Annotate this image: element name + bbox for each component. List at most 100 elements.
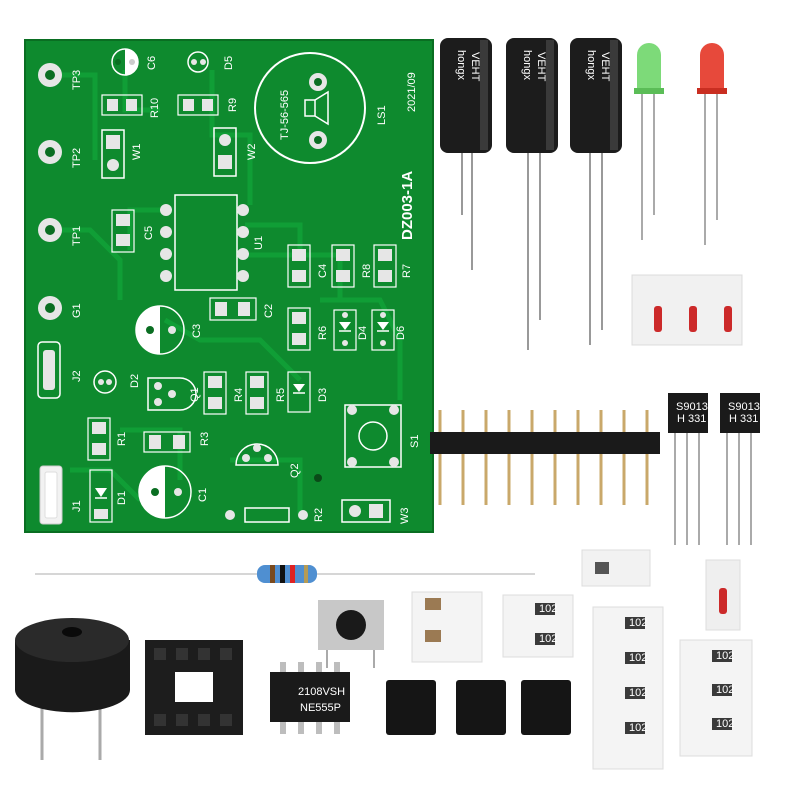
transistor-2-part: S9013 xyxy=(728,401,760,413)
r6-label: R6 xyxy=(317,326,329,340)
smd-resistor-strip-1: 102 102 xyxy=(502,594,574,658)
d2-footprint xyxy=(93,370,117,394)
c2-label: C2 xyxy=(263,304,275,318)
transistor-1-part: S9013 xyxy=(676,401,708,413)
r3-label: R3 xyxy=(199,432,211,446)
capacitor-3: hongx VEHT xyxy=(570,38,622,345)
c5-footprint xyxy=(111,209,135,253)
smd-code-8: 102 xyxy=(716,684,734,696)
tp3-pad xyxy=(38,63,62,87)
capacitor-1-brand: hongx xyxy=(455,50,467,80)
tp1-pad xyxy=(38,218,62,242)
ne555-line2: NE555P xyxy=(300,702,341,714)
axial-resistor xyxy=(35,565,535,583)
d1-footprint xyxy=(89,469,113,523)
capacitor-1: hongx VEHT xyxy=(440,38,492,270)
r4-label: R4 xyxy=(233,388,245,402)
w2-label: W2 xyxy=(246,144,258,161)
smd-diode-strip xyxy=(705,559,741,631)
smd-code-4: 102 xyxy=(629,652,647,664)
jumper-caps xyxy=(386,680,571,735)
s1-footprint xyxy=(344,404,402,468)
smd-code-2: 102 xyxy=(539,633,557,645)
pin-header xyxy=(430,410,660,505)
c3-label: C3 xyxy=(191,324,203,338)
transistor-2-sub: H 331 xyxy=(729,413,758,425)
r4-footprint xyxy=(203,371,227,415)
smd-resistor-strip-3: 102 102 102 xyxy=(679,639,753,757)
red-led xyxy=(697,43,727,245)
smd-code-6: 102 xyxy=(629,722,647,734)
q1-footprint xyxy=(147,377,197,411)
c1-label: C1 xyxy=(197,488,209,502)
smd-cap-strip xyxy=(411,591,483,663)
r1-label: R1 xyxy=(116,432,128,446)
c4-label: C4 xyxy=(317,264,329,278)
ne555-chip: 2108VSH NE555P xyxy=(270,662,350,734)
capacitor-1-series: VEHT xyxy=(469,52,481,82)
d3-label: D3 xyxy=(317,388,329,402)
ne555-line1: 2108VSH xyxy=(298,686,345,698)
tp1-label: TP1 xyxy=(71,226,83,246)
smd-code-3: 102 xyxy=(629,617,647,629)
d5-footprint xyxy=(187,51,209,73)
c5-label: C5 xyxy=(143,226,155,240)
smd-code-7: 102 xyxy=(716,650,734,662)
w1-label: W1 xyxy=(131,144,143,161)
transistor-1: S9013 H 331 xyxy=(668,393,708,545)
w1-footprint xyxy=(101,129,125,179)
j1-label: J1 xyxy=(71,500,83,512)
capacitor-3-brand: hongx xyxy=(585,50,597,80)
w3-label: W3 xyxy=(399,508,411,525)
capacitor-2: hongx VEHT xyxy=(506,38,558,350)
capacitor-2-series: VEHT xyxy=(535,52,547,82)
transistor-2: S9013 H 331 xyxy=(720,393,760,545)
electrolytic-capacitors: hongx VEHT hongx VEHT hongx VEHT xyxy=(440,38,622,350)
smd-strip-top xyxy=(581,549,651,587)
r7-label: R7 xyxy=(401,264,413,278)
ic-socket xyxy=(145,640,243,735)
green-led xyxy=(634,43,664,240)
w2-footprint xyxy=(213,127,237,177)
smd-resistor-strip-2: 102 102 102 102 xyxy=(592,606,664,770)
speaker-footprint xyxy=(254,52,366,164)
d2-label: D2 xyxy=(129,374,141,388)
r10-footprint xyxy=(101,94,143,116)
g1-pad xyxy=(38,296,62,320)
d6-footprint xyxy=(371,309,395,351)
diode-strip xyxy=(631,274,743,346)
d5-label: D5 xyxy=(223,56,235,70)
r9-label: R9 xyxy=(227,98,239,112)
r5-footprint xyxy=(245,371,269,415)
w3-footprint xyxy=(341,499,391,523)
g1-label: G1 xyxy=(71,303,83,318)
tp2-pad xyxy=(38,140,62,164)
s1-label: S1 xyxy=(409,435,421,448)
r1-footprint xyxy=(87,417,111,461)
q2-footprint xyxy=(235,443,279,466)
c1-footprint xyxy=(138,465,192,519)
d3-footprint xyxy=(287,371,311,413)
tact-switch xyxy=(318,600,384,668)
c6-label: C6 xyxy=(146,56,158,70)
r8-label: R8 xyxy=(361,264,373,278)
r9-footprint xyxy=(177,94,219,116)
d4-label: D4 xyxy=(357,326,369,340)
speaker-model-label: TJ-56-565 xyxy=(279,90,291,140)
d1-label: D1 xyxy=(116,491,128,505)
capacitor-2-brand: hongx xyxy=(521,50,533,80)
r2-footprint xyxy=(225,507,308,523)
date-label: 2021/09 xyxy=(406,72,418,112)
r8-footprint xyxy=(331,244,355,288)
capacitor-3-series: VEHT xyxy=(599,52,611,82)
u1-footprint xyxy=(160,194,249,291)
tp2-label: TP2 xyxy=(71,148,83,168)
r5-label: R5 xyxy=(275,388,287,402)
c6-footprint xyxy=(111,48,139,76)
j2-label: J2 xyxy=(71,370,83,382)
r3-footprint xyxy=(143,431,191,453)
q2-label: Q2 xyxy=(289,463,301,478)
u1-label: U1 xyxy=(253,236,265,250)
j1-footprint xyxy=(39,465,63,525)
